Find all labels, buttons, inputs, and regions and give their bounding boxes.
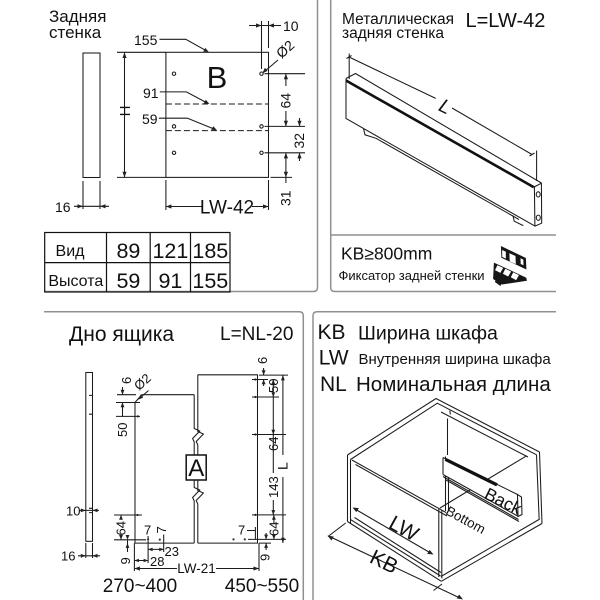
- svg-text:143: 143: [266, 476, 281, 498]
- svg-text:155: 155: [134, 32, 158, 48]
- svg-text:стенка: стенка: [49, 23, 102, 42]
- svg-text:LW-21: LW-21: [177, 561, 216, 576]
- svg-text:16: 16: [61, 549, 75, 564]
- svg-text:59: 59: [142, 111, 158, 127]
- svg-text:Внутренняя ширина шкафа: Внутренняя ширина шкафа: [359, 351, 552, 368]
- svg-text:NL: NL: [320, 373, 347, 396]
- svg-text:91: 91: [143, 85, 159, 101]
- svg-text:50: 50: [266, 379, 281, 393]
- svg-text:A: A: [188, 455, 204, 482]
- svg-text:10: 10: [66, 504, 80, 519]
- svg-text:270~400: 270~400: [103, 576, 178, 597]
- svg-text:7: 7: [238, 523, 245, 538]
- svg-text:Фиксатор задней стенки: Фиксатор задней стенки: [339, 268, 485, 283]
- svg-text:LW: LW: [319, 347, 349, 370]
- svg-text:32: 32: [291, 133, 307, 149]
- svg-text:KB: KB: [318, 321, 346, 344]
- svg-text:185: 185: [192, 239, 228, 263]
- svg-text:7: 7: [154, 526, 169, 533]
- svg-text:28: 28: [150, 554, 164, 569]
- svg-text:Задняя: Задняя: [49, 7, 106, 26]
- svg-text:64: 64: [266, 522, 281, 536]
- svg-text:91: 91: [158, 269, 182, 293]
- svg-text:L=NL-20: L=NL-20: [220, 324, 293, 345]
- svg-text:Высота: Высота: [48, 273, 103, 290]
- svg-text:Вид: Вид: [56, 243, 86, 260]
- svg-text:89: 89: [116, 239, 140, 263]
- svg-text:задняя стенка: задняя стенка: [342, 25, 444, 42]
- svg-text:6: 6: [255, 357, 270, 364]
- svg-text:64: 64: [114, 521, 129, 535]
- svg-text:155: 155: [192, 269, 228, 293]
- svg-text:31: 31: [278, 190, 294, 206]
- svg-text:9: 9: [118, 557, 133, 564]
- svg-text:Дно ящика: Дно ящика: [69, 323, 174, 346]
- svg-text:L: L: [275, 462, 291, 470]
- svg-text:64: 64: [278, 93, 294, 109]
- svg-text:B: B: [207, 60, 228, 95]
- svg-text:L=LW-42: L=LW-42: [466, 10, 546, 32]
- svg-text:23: 23: [165, 544, 179, 559]
- svg-text:LW-42: LW-42: [200, 198, 254, 219]
- svg-text:H: H: [117, 106, 134, 117]
- svg-text:9: 9: [258, 554, 273, 561]
- svg-text:121: 121: [152, 239, 188, 263]
- svg-text:Металлическая: Металлическая: [342, 11, 454, 28]
- svg-text:50: 50: [115, 423, 130, 437]
- svg-text:6: 6: [119, 377, 134, 384]
- svg-text:Номинальная длина: Номинальная длина: [356, 373, 551, 396]
- svg-text:450~550: 450~550: [225, 576, 300, 597]
- svg-text:Ширина шкафа: Ширина шкафа: [358, 323, 498, 345]
- svg-text:KB≥800mm: KB≥800mm: [341, 244, 432, 264]
- svg-text:10: 10: [283, 18, 299, 34]
- svg-text:7: 7: [144, 523, 151, 538]
- svg-text:16: 16: [55, 199, 71, 215]
- svg-text:59: 59: [116, 269, 140, 293]
